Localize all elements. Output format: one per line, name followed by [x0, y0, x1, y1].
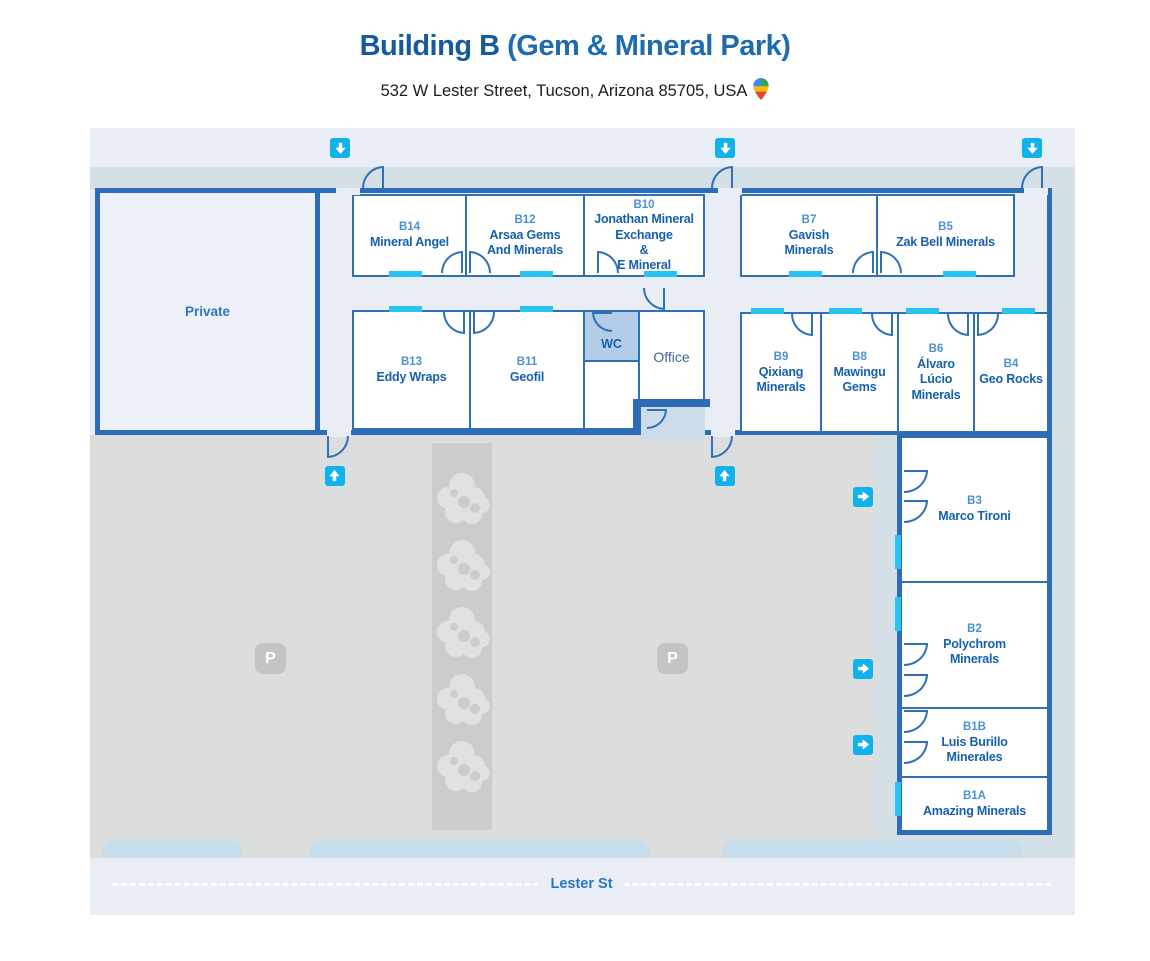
room-name: Jonathan Mineral Exchange & E Mineral: [594, 212, 694, 273]
room-divider: [902, 581, 1047, 583]
room-name: Zak Bell Minerals: [896, 235, 995, 250]
office-label: Office: [653, 349, 690, 365]
tree-icon: [437, 473, 490, 524]
vestibule-wall-left: [633, 399, 641, 435]
sidewalk-right: [1052, 167, 1075, 858]
room-name: Marco Tironi: [938, 509, 1011, 524]
door-marker: [520, 306, 553, 312]
door-marker: [1002, 308, 1035, 314]
parking-icon: P: [255, 643, 286, 674]
room-name: Geofil: [509, 369, 545, 384]
room-B1B: B1B Luis Burillo Minerales: [902, 709, 1047, 776]
room-code: B7: [801, 213, 817, 226]
room-code: B13: [400, 355, 423, 368]
wc-label: WC: [601, 337, 622, 351]
room-unlabeled: [583, 360, 640, 430]
entrance-right-arrow-icon: [853, 487, 873, 507]
room-code: B5: [938, 221, 953, 234]
room-office: Office: [638, 310, 705, 404]
room-B1A: B1A Amazing Minerals: [902, 778, 1047, 830]
room-code: B8: [852, 350, 867, 363]
wall-opening: [1024, 188, 1048, 195]
room-name: Álvaro Lúcio Minerals: [911, 357, 961, 402]
room-B11: B11 Geofil: [469, 310, 585, 430]
tree-icon: [437, 607, 490, 658]
room-private: Private: [95, 188, 320, 435]
room-code: B12: [514, 213, 536, 226]
tree-icon: [437, 540, 490, 591]
door-marker: [389, 306, 422, 312]
room-name: Polychrom Minerals: [943, 637, 1006, 667]
room-name: Arsaa Gems And Minerals: [486, 227, 564, 257]
vestibule-wall-top: [638, 399, 710, 407]
address-text: 532 W Lester Street, Tucson, Arizona 857…: [380, 82, 748, 100]
entrance-down-arrow-icon: [330, 138, 350, 158]
wall-opening: [718, 188, 742, 195]
door-marker: [520, 271, 553, 277]
door-marker: [829, 308, 862, 314]
room-code: B10: [633, 198, 655, 211]
room-code: B1A: [962, 789, 986, 802]
room-name: Gavish Minerals: [784, 227, 834, 257]
room-code: B14: [398, 221, 421, 234]
parking-icon: P: [657, 643, 688, 674]
room-code: B4: [1003, 358, 1019, 371]
wall-opening: [711, 428, 735, 437]
room-name: Amazing Minerals: [922, 803, 1027, 818]
parking-letter: P: [265, 649, 276, 667]
door-marker: [895, 597, 901, 631]
google-maps-pin-icon[interactable]: [753, 78, 770, 100]
room-code: B11: [516, 355, 538, 368]
room-name: Mineral Angel: [370, 235, 449, 250]
page-title-suffix: (Gem & Mineral Park): [499, 30, 791, 62]
page-title-main: Building B: [359, 30, 500, 62]
entrance-down-arrow-icon: [1022, 138, 1042, 158]
sidewalk-strip-right-building: [876, 435, 897, 833]
door-marker: [751, 308, 784, 314]
entrance-right-arrow-icon: [853, 659, 873, 679]
wall-opening: [327, 428, 351, 437]
door-marker: [943, 271, 976, 277]
room-code: B6: [928, 343, 944, 356]
room-code: B1B: [962, 720, 986, 733]
tree-icon: [437, 741, 490, 792]
room-name: Luis Burillo Minerales: [941, 734, 1008, 764]
door-marker: [895, 782, 901, 816]
street-label: Lester St: [538, 876, 625, 892]
door-marker: [906, 308, 939, 314]
door-marker: [789, 271, 822, 277]
wall-opening: [336, 188, 360, 195]
page-title: Building B (Gem & Mineral Park): [0, 30, 1150, 63]
room-name: Qixiang Minerals: [756, 364, 806, 394]
room-B3: B3 Marco Tironi: [902, 438, 1047, 581]
door-marker: [895, 535, 901, 569]
street-lester: Lester St: [90, 858, 1073, 915]
parking-letter: P: [667, 649, 678, 667]
room-code: B9: [773, 350, 789, 363]
room-name: Mawingu Gems: [833, 364, 886, 394]
door-marker: [644, 271, 677, 277]
address-line: 532 W Lester Street, Tucson, Arizona 857…: [0, 78, 1150, 101]
room-name: Eddy Wraps: [376, 369, 447, 384]
sidewalk-tab: [103, 840, 242, 858]
room-name: Geo Rocks: [979, 372, 1043, 387]
building-right: [897, 433, 1052, 835]
entrance-up-arrow-icon: [715, 466, 735, 486]
room-B2: B2 Polychrom Minerals: [902, 583, 1047, 707]
private-label: Private: [184, 304, 231, 319]
room-B13: B13 Eddy Wraps: [352, 310, 471, 430]
sidewalk-tab: [310, 840, 649, 858]
room-code: B3: [967, 495, 982, 508]
room-code: B2: [967, 623, 982, 636]
entrance-right-arrow-icon: [853, 735, 873, 755]
tree-icon: [437, 674, 490, 725]
room-divider: [902, 707, 1047, 709]
door-marker: [389, 271, 422, 277]
sidewalk-top: [90, 167, 1075, 190]
entrance-down-arrow-icon: [715, 138, 735, 158]
entrance-up-arrow-icon: [325, 466, 345, 486]
sidewalk-tab: [723, 840, 1021, 858]
room-divider: [902, 776, 1047, 778]
